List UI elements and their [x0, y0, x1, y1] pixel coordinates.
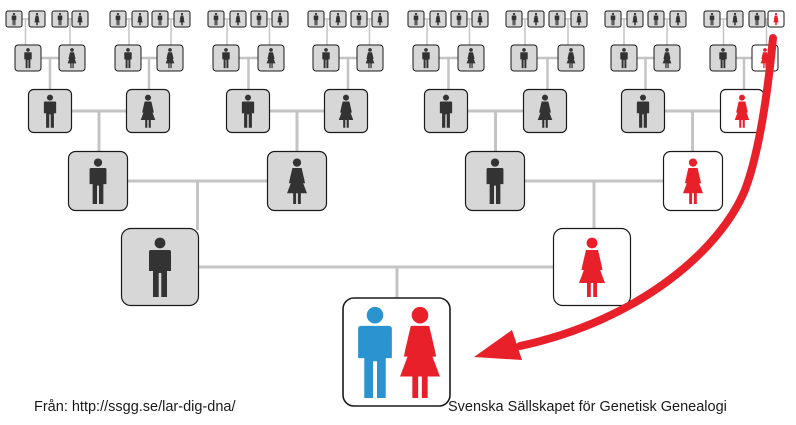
- ancestor-gen5-14: [329, 10, 347, 28]
- source-caption: Från: http://ssgg.se/lar-dig-dna/: [34, 399, 236, 415]
- ancestor-gen5-23: [548, 10, 566, 28]
- ancestor-gen4-6: [257, 44, 285, 72]
- ancestor-gen3-7: [620, 88, 666, 134]
- ancestor-gen5-1: [5, 10, 23, 28]
- ancestor-gen5-2: [28, 10, 46, 28]
- ancestor-gen5-10: [229, 10, 247, 28]
- ancestor-gen4-14: [653, 44, 681, 72]
- ancestor-gen3-2: [125, 88, 171, 134]
- ancestor-gen5-26: [626, 10, 644, 28]
- ancestor-boxes: [5, 10, 785, 407]
- ancestor-gen5-27: [647, 10, 665, 28]
- ancestor-gen5-22: [527, 10, 545, 28]
- ancestor-gen4-5: [212, 44, 240, 72]
- ancestor-gen5-30: [726, 10, 744, 28]
- ancestor-gen5-31: [748, 10, 766, 28]
- ancestor-gen5-6: [131, 10, 149, 28]
- ancestor-gen5-32: [767, 10, 785, 28]
- ancestor-gen4-11: [510, 44, 538, 72]
- ancestor-gen5-13: [307, 10, 325, 28]
- ancestor-gen5-24: [570, 10, 588, 28]
- ancestor-gen5-25: [604, 10, 622, 28]
- ancestor-gen5-18: [429, 10, 447, 28]
- ancestor-gen5-9: [207, 10, 225, 28]
- ancestor-gen5-21: [505, 10, 523, 28]
- ancestor-gen3-1: [27, 88, 73, 134]
- ancestor-gen5-8: [173, 10, 191, 28]
- ancestor-gen4-12: [557, 44, 585, 72]
- ancestor-gen4-10: [457, 44, 485, 72]
- ancestor-gen5-29: [703, 10, 721, 28]
- ancestor-gen4-8: [356, 44, 384, 72]
- ancestor-gen5-11: [250, 10, 268, 28]
- ancestor-gen4-9: [412, 44, 440, 72]
- ancestor-gen3-3: [225, 88, 271, 134]
- ancestor-gen5-7: [151, 10, 169, 28]
- ancestor-gen4-15: [709, 44, 737, 72]
- ancestor-gen4-3: [114, 44, 142, 72]
- child-pair-box: [342, 297, 451, 407]
- ancestor-gen5-15: [350, 10, 368, 28]
- society-caption: Svenska Sällskapet för Genetisk Genealog…: [448, 399, 727, 415]
- ancestor-gen5-17: [407, 10, 425, 28]
- ancestor-gen4-13: [610, 44, 638, 72]
- ancestor-gen1-2: [552, 227, 632, 307]
- ancestor-gen4-2: [58, 44, 86, 72]
- ancestor-gen5-20: [471, 10, 489, 28]
- ancestor-gen4-4: [156, 44, 184, 72]
- ancestor-gen2-2: [266, 150, 328, 212]
- ancestor-gen5-28: [669, 10, 687, 28]
- ancestor-gen2-3: [464, 150, 526, 212]
- ancestor-gen5-16: [371, 10, 389, 28]
- ancestor-gen5-12: [271, 10, 289, 28]
- ancestor-gen5-3: [51, 10, 69, 28]
- ancestor-gen3-6: [522, 88, 568, 134]
- ancestor-gen5-5: [109, 10, 127, 28]
- ancestor-gen1-1: [120, 227, 200, 307]
- ancestor-gen2-4: [662, 150, 724, 212]
- ancestor-gen4-7: [312, 44, 340, 72]
- mtdna-inheritance-arrow-icon: [474, 34, 777, 360]
- ancestor-gen5-19: [450, 10, 468, 28]
- ancestor-gen2-1: [67, 150, 129, 212]
- ancestor-gen3-4: [323, 88, 369, 134]
- ancestor-gen4-1: [14, 44, 42, 72]
- ancestor-gen3-8: [719, 88, 765, 134]
- ancestor-gen5-4: [71, 10, 89, 28]
- ancestor-gen3-5: [423, 88, 469, 134]
